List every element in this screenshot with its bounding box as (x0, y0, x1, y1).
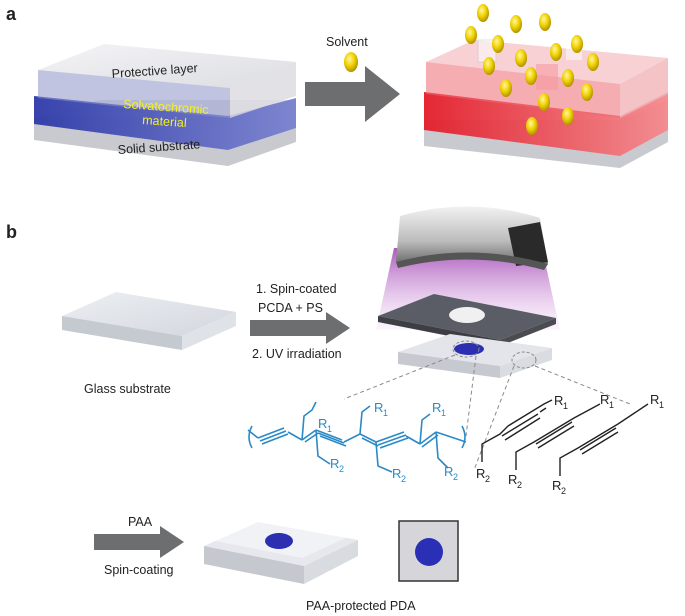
layered-film-stack (34, 44, 296, 166)
paa-protected-pda-label: PAA-protected PDA (306, 599, 416, 613)
red-layer (424, 92, 668, 156)
pda-photo-inset (398, 520, 459, 582)
svg-text:R: R (392, 466, 401, 481)
pda-spot (454, 343, 484, 355)
svg-text:R: R (476, 466, 485, 481)
svg-text:1: 1 (383, 408, 388, 418)
svg-text:R: R (330, 456, 339, 471)
svg-text:R: R (552, 478, 561, 493)
monomer-structures (481, 399, 649, 476)
solvatochromic-layer (34, 96, 296, 150)
paa-protected-substrate (204, 520, 358, 584)
svg-text:R: R (650, 392, 659, 407)
svg-text:R: R (432, 400, 441, 415)
svg-text:2: 2 (517, 480, 522, 490)
coated-substrate (398, 334, 552, 378)
svg-text:R: R (318, 416, 327, 431)
step2-label: 2. UV irradiation (252, 347, 342, 361)
step1-line1: 1. Spin-coated (256, 282, 337, 296)
panel-a-arrow (305, 66, 400, 122)
solvatochromic-label-line2: material (142, 113, 187, 130)
glass-substrate-label: Glass substrate (84, 382, 171, 396)
svg-text:1: 1 (441, 408, 446, 418)
uv-lamp-icon (396, 206, 548, 270)
protective-layer-label: Protective layer (111, 61, 198, 81)
svg-text:2: 2 (401, 474, 406, 484)
solvent-drop-icon (344, 52, 358, 72)
svg-text:R: R (508, 472, 517, 487)
svg-text:R: R (444, 464, 453, 479)
panel-b-step-arrow (250, 312, 350, 344)
solvent-label: Solvent (326, 35, 368, 49)
mask-opening (449, 307, 485, 323)
solid-substrate-label: Solid substrate (117, 137, 201, 157)
svg-text:1: 1 (609, 400, 614, 410)
panel-b-paa-arrow (94, 526, 184, 558)
svg-text:2: 2 (339, 464, 344, 474)
svg-text:1: 1 (327, 424, 332, 434)
svg-text:2: 2 (453, 472, 458, 482)
svg-text:1: 1 (563, 401, 568, 411)
svg-text:R: R (374, 400, 383, 415)
panel-a-letter: a (6, 4, 17, 24)
glass-substrate (62, 292, 236, 350)
panel-b-letter: b (6, 222, 17, 242)
svg-text:1: 1 (659, 400, 664, 410)
spin-coating-label: Spin-coating (104, 563, 174, 577)
callout-line (534, 365, 631, 405)
protective-layer (38, 44, 296, 88)
step1-line2: PCDA + PS (258, 301, 323, 315)
pda-spot (265, 533, 293, 549)
paa-label: PAA (128, 515, 153, 529)
callout-line (473, 365, 515, 471)
polydiacetylene-structure (247, 401, 467, 473)
solvent-molecules (465, 4, 599, 135)
svg-text:R: R (554, 393, 563, 408)
svg-text:2: 2 (561, 486, 566, 496)
svg-text:2: 2 (485, 474, 490, 484)
callout-line (343, 354, 456, 400)
svg-text:R: R (600, 392, 609, 407)
solvatochromic-label-line1: Solvatochromic (123, 97, 209, 117)
